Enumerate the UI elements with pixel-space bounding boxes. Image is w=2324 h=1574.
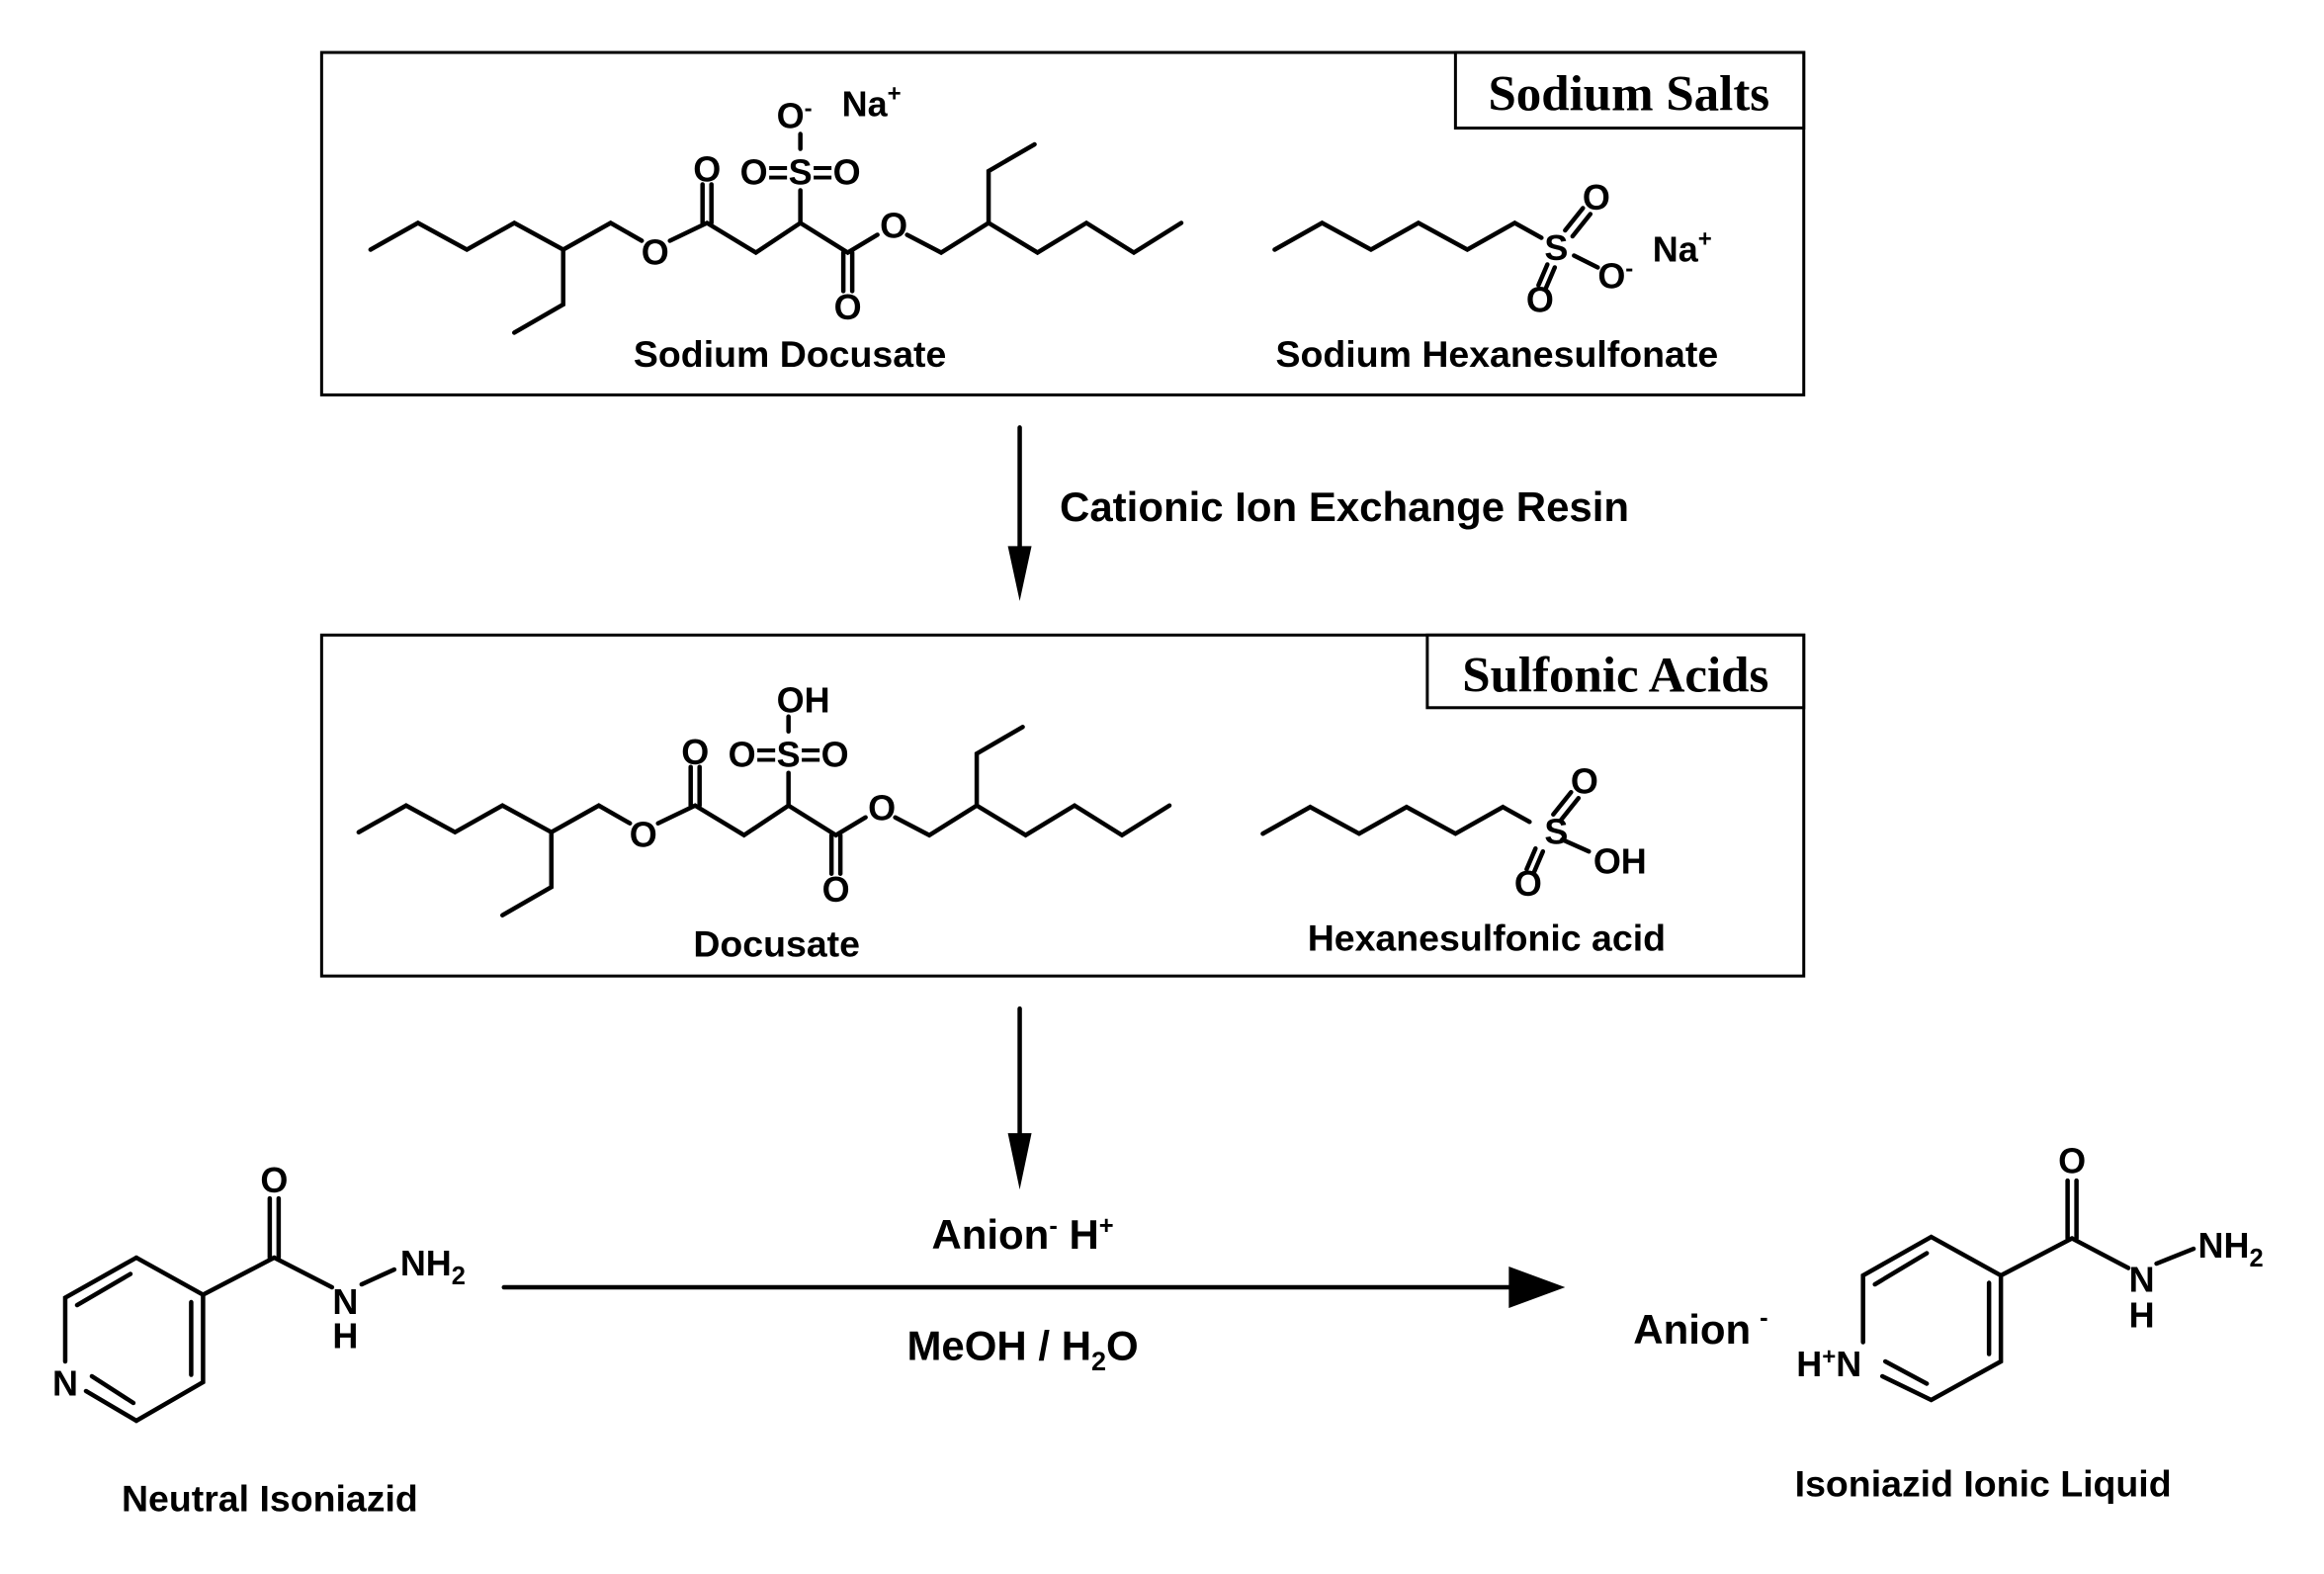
product-anion-label: Anion- bbox=[1633, 1304, 1767, 1353]
atom-o: O bbox=[630, 815, 657, 855]
protonated-nitrogen: H+N bbox=[1796, 1344, 1861, 1384]
atom-o: O bbox=[880, 205, 907, 245]
reaction-arrow bbox=[501, 1267, 1566, 1309]
hexanesulfonic-acid-label: Hexanesulfonic acid bbox=[1308, 918, 1666, 959]
solvent-label: MeOH / H2O bbox=[906, 1323, 1138, 1376]
reagent-label: Anion- H+ bbox=[931, 1211, 1113, 1258]
sulfonic-group: O=S=O bbox=[729, 735, 849, 775]
sodium-salts-title: Sodium Salts bbox=[1488, 67, 1769, 123]
atom-oh: OH bbox=[1593, 841, 1647, 882]
docusate-label: Docusate bbox=[693, 923, 860, 965]
sodium-hexanesulfonate-structure: S O O O- Na+ bbox=[1272, 177, 1712, 319]
atom-o: O bbox=[693, 149, 721, 190]
atom-o: O bbox=[1526, 279, 1554, 319]
sulfonic-acids-title: Sulfonic Acids bbox=[1462, 648, 1768, 703]
amine-nh2: NH2 bbox=[400, 1243, 466, 1290]
sodium-ion: Na+ bbox=[1653, 225, 1712, 269]
neutral-isoniazid-structure: N O N H NH2 bbox=[52, 1160, 466, 1424]
atom-o: O bbox=[642, 231, 669, 272]
hexanesulfonic-acid-structure: S O O OH bbox=[1260, 761, 1647, 904]
atom-h: H bbox=[332, 1316, 358, 1356]
atom-s: S bbox=[1544, 227, 1568, 268]
atom-o-minus: O- bbox=[1597, 255, 1633, 296]
sodium-ion: Na+ bbox=[842, 81, 902, 125]
atom-o: O bbox=[1514, 863, 1542, 904]
sulfonate-group: O=S=O bbox=[740, 152, 861, 193]
atom-o: O bbox=[1583, 177, 1610, 218]
amine-nh2: NH2 bbox=[2198, 1225, 2264, 1272]
atom-o: O bbox=[834, 287, 862, 327]
down-arrow-2 bbox=[1007, 1006, 1032, 1190]
neutral-isoniazid-label: Neutral Isoniazid bbox=[122, 1477, 418, 1519]
sulfonic-acids-title-box bbox=[1425, 633, 1806, 710]
isoniazid-ionic-liquid-label: Isoniazid Ionic Liquid bbox=[1795, 1462, 2172, 1504]
isoniazid-ionic-liquid-structure: H+N O N H NH2 bbox=[1796, 1141, 2264, 1403]
atom-n: N bbox=[332, 1281, 358, 1322]
atom-oh: OH bbox=[777, 679, 830, 720]
atom-o: O bbox=[1571, 761, 1598, 802]
down-arrow-1 bbox=[1007, 425, 1032, 601]
sodium-hexanesulfonate-label: Sodium Hexanesulfonate bbox=[1276, 333, 1719, 375]
atom-o: O bbox=[868, 788, 896, 829]
sodium-docusate-structure: O O O O O=S=O O- Na+ bbox=[368, 81, 1184, 335]
atom-o: O bbox=[681, 732, 709, 772]
atom-n: N bbox=[2129, 1260, 2155, 1300]
atom-s: S bbox=[1544, 812, 1568, 852]
docusate-structure: O O O O O=S=O OH bbox=[356, 679, 1172, 918]
sodium-docusate-label: Sodium Docusate bbox=[634, 333, 946, 375]
atom-o: O bbox=[822, 869, 850, 910]
atom-h: H bbox=[2129, 1295, 2155, 1336]
atom-o: O bbox=[260, 1160, 288, 1200]
sodium-salts-title-box bbox=[1453, 50, 1806, 131]
atom-o-minus: O- bbox=[777, 96, 813, 136]
atom-n: N bbox=[52, 1362, 78, 1403]
ion-exchange-step-label: Cationic Ion Exchange Resin bbox=[1060, 483, 1629, 530]
atom-o: O bbox=[2058, 1141, 2086, 1181]
